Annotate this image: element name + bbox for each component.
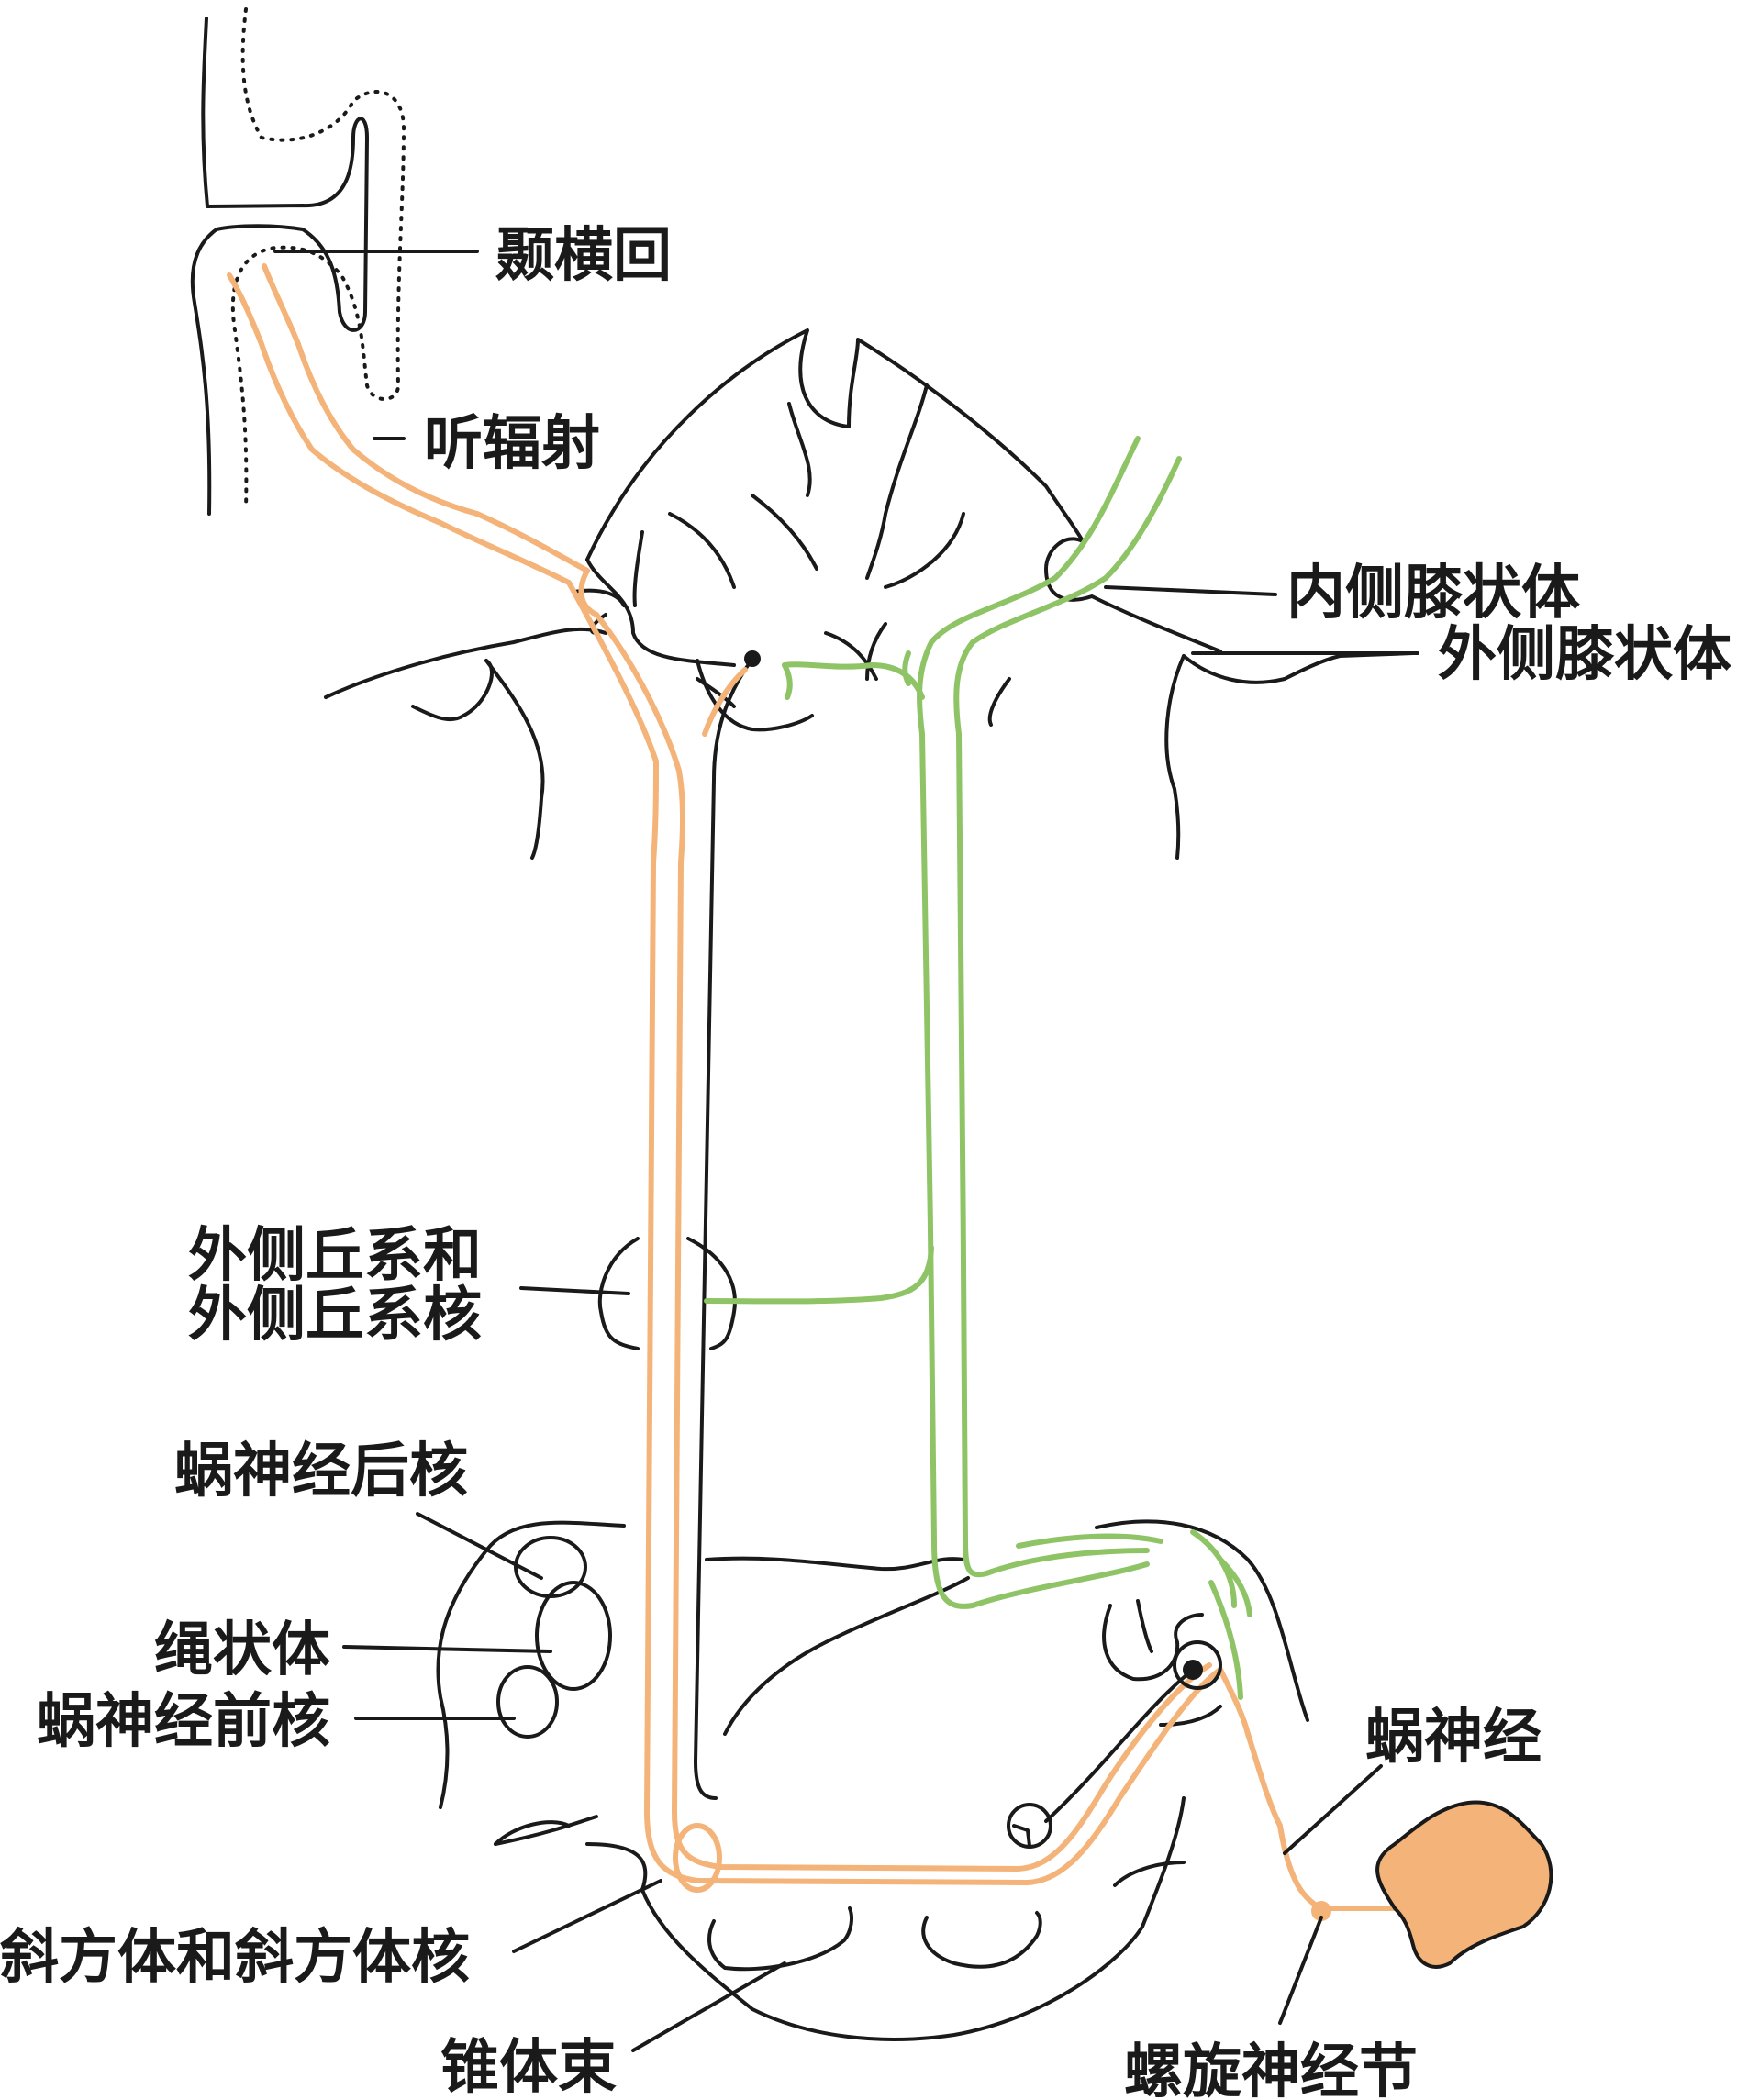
label-transverse-temporal-gyrus: 颞横回 [495, 221, 672, 290]
medulla-outline [436, 1519, 1309, 2041]
cochlea-shape [1375, 1800, 1553, 1969]
leader-lines [273, 250, 1419, 2052]
label-ventral-cochlear-nucleus: 蜗神经前核 [37, 1687, 330, 1756]
label-lateral-lemniscus-line2: 外侧丘系核 [188, 1281, 482, 1350]
medial-geniculate-dot [744, 650, 761, 667]
label-cochlear-nerve: 蜗神经 [1365, 1703, 1542, 1772]
label-acoustic-radiation: 听辐射 [424, 409, 600, 478]
cortex-outline [190, 7, 406, 516]
label-lateral-lemniscus-line1: 外侧丘系和 [188, 1221, 482, 1290]
orange-pathway [227, 263, 1397, 1921]
ventral-cochlear-nucleus-shape [496, 1665, 559, 1739]
label-pyramidal-tract: 锥体束 [440, 2033, 617, 2100]
label-medial-geniculate-body: 内侧膝状体 [1286, 559, 1580, 628]
label-dorsal-cochlear-nucleus: 蜗神经后核 [174, 1437, 468, 1506]
label-lateral-geniculate-body: 外侧膝状体 [1438, 620, 1731, 689]
dorsal-cochlear-nucleus-shape [514, 1536, 587, 1598]
cochlear-nuclei-group [496, 1536, 612, 1739]
cochlear-nerve-structures [1007, 1640, 1222, 1849]
label-restiform-body: 绳状体 [154, 1616, 330, 1684]
labels: 颞横回 听辐射 内侧膝状体 外侧膝状体 外侧丘系和 外侧丘系核 蜗神经后核 绳状… [0, 221, 1731, 2100]
label-trapezoid-body: 斜方体和斜方体核 [0, 1923, 470, 1992]
restiform-body-shape [535, 1581, 612, 1691]
green-pathway [704, 436, 1252, 1700]
label-spiral-ganglion: 螺旋神经节 [1124, 2038, 1418, 2100]
black-interior-pathway [694, 657, 754, 1800]
lateral-lemniscus-nucleus-shape [597, 1237, 737, 1350]
spiral-ganglion-dot [1311, 1901, 1331, 1921]
